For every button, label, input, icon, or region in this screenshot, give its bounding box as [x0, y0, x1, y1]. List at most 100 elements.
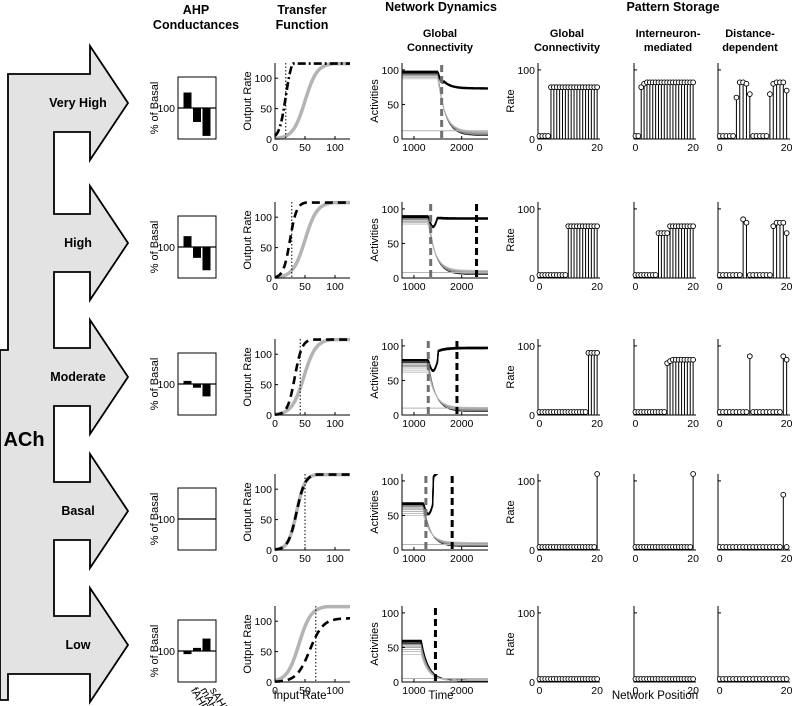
dyn-ytick-label: 100 — [381, 476, 399, 488]
storage-ytick-label: 0 — [529, 410, 535, 422]
tf-ylabel: Output Rate — [242, 347, 254, 406]
storage-point — [780, 219, 787, 226]
storage-point — [767, 272, 773, 278]
ahp-bar-mahp — [193, 384, 201, 388]
storage-point — [591, 544, 598, 550]
storage-axes — [633, 606, 696, 683]
level-label-very-high: Very High — [49, 96, 107, 110]
dyn-trace — [402, 367, 488, 410]
storage-axes — [537, 202, 600, 279]
header-dynamics: Network Dynamics — [385, 0, 497, 14]
subheader-global-line2: Connectivity — [534, 42, 601, 54]
storage-point — [582, 409, 589, 415]
dyn-trace — [402, 474, 438, 515]
tf-ytick-label: 50 — [260, 647, 272, 659]
dyn-trace — [402, 347, 488, 372]
ahp-chart: 100% of Basal — [149, 215, 217, 279]
storage-point — [780, 353, 787, 360]
dyn-trace — [402, 362, 488, 412]
storage-xtick-label: 20 — [687, 685, 699, 697]
storage-xtick-label: 0 — [633, 685, 639, 697]
storage-point — [763, 133, 770, 139]
storage-point — [690, 223, 696, 230]
tf-ytick-label: 50 — [260, 380, 272, 392]
subheader-dist-line1: Distance- — [725, 28, 775, 40]
storage-ytick-label: 100 — [517, 65, 535, 77]
tf-bg — [275, 63, 350, 139]
tf-ytick-label: 50 — [260, 515, 272, 527]
storage-xtick-label: 0 — [633, 281, 639, 293]
dyn-trace — [402, 223, 488, 271]
dyn-xtick-label: 2000 — [450, 553, 474, 565]
dyn-ylabel: Activities — [369, 490, 381, 534]
storage-axes — [633, 474, 696, 551]
dyn-trace — [402, 366, 488, 410]
storage-xtick-label: 0 — [633, 418, 639, 430]
storage-xtick-label: 20 — [687, 142, 699, 154]
storage-point — [770, 223, 777, 230]
storage-point — [690, 356, 696, 363]
dyn-traces — [402, 215, 488, 275]
storage-chart-interneuron-mediated: 0 20 — [633, 606, 699, 697]
storage-xlabel: Network Position — [612, 690, 698, 702]
ahp-ytick-label: 100 — [157, 646, 175, 658]
dyn-trace — [402, 78, 488, 132]
dyn-trace — [402, 642, 488, 681]
storage-point — [652, 272, 659, 278]
ahp-ylabel: % of Basal — [149, 82, 161, 135]
dyn-trace — [402, 77, 488, 133]
storage-xtick-label: 20 — [591, 418, 603, 430]
tf-bg — [275, 202, 350, 278]
storage-ylabel: Rate — [505, 89, 517, 112]
storage-xtick-label: 20 — [687, 281, 699, 293]
dyn-trace — [402, 644, 488, 681]
tf-xtick-label: 50 — [299, 281, 311, 293]
storage-point — [690, 676, 696, 682]
storage-axes — [717, 339, 790, 416]
storage-point — [777, 544, 783, 550]
storage-xtick-label: 20 — [781, 418, 793, 430]
dyn-trace — [402, 216, 488, 229]
subheader-inter-line2: mediated — [644, 42, 692, 54]
tf-ytick-label: 0 — [266, 410, 272, 422]
header-ahp-line2: Conductances — [153, 18, 239, 32]
dyn-axes — [401, 606, 488, 683]
dyn-xtick-label: 1000 — [402, 553, 426, 565]
storage-point — [690, 79, 696, 86]
dyn-trace — [402, 474, 439, 516]
ahp-bar-mahp — [193, 647, 201, 651]
storage-ytick-label: 0 — [529, 677, 535, 689]
dyn-trace — [402, 222, 488, 272]
tf-ytick-label: 100 — [254, 73, 272, 85]
storage-point — [783, 356, 790, 363]
dyn-ylabel: Activities — [369, 355, 381, 399]
tf-current-curve — [274, 338, 350, 416]
storage-xtick-label: 0 — [717, 685, 723, 697]
storage-point — [783, 87, 790, 94]
storage-xtick-label: 20 — [781, 281, 793, 293]
tf-xtick-label: 100 — [326, 142, 344, 154]
subheader-dist-line2: dependent — [722, 42, 778, 54]
storage-axes — [717, 474, 790, 551]
dyn-trace — [402, 217, 488, 275]
dyn-xtick-label: 1000 — [402, 142, 426, 154]
storage-xtick-label: 20 — [591, 142, 603, 154]
ahp-bar-mahp — [193, 108, 201, 122]
dyn-trace — [402, 75, 488, 134]
storage-ylabel: Rate — [505, 632, 517, 655]
tf-xtick-label: 100 — [326, 281, 344, 293]
storage-point — [777, 409, 783, 415]
level-label-basal: Basal — [61, 504, 94, 518]
tf-basal-curve — [274, 337, 350, 417]
dyn-ylabel: Activities — [369, 622, 381, 666]
storage-axes — [537, 474, 600, 551]
